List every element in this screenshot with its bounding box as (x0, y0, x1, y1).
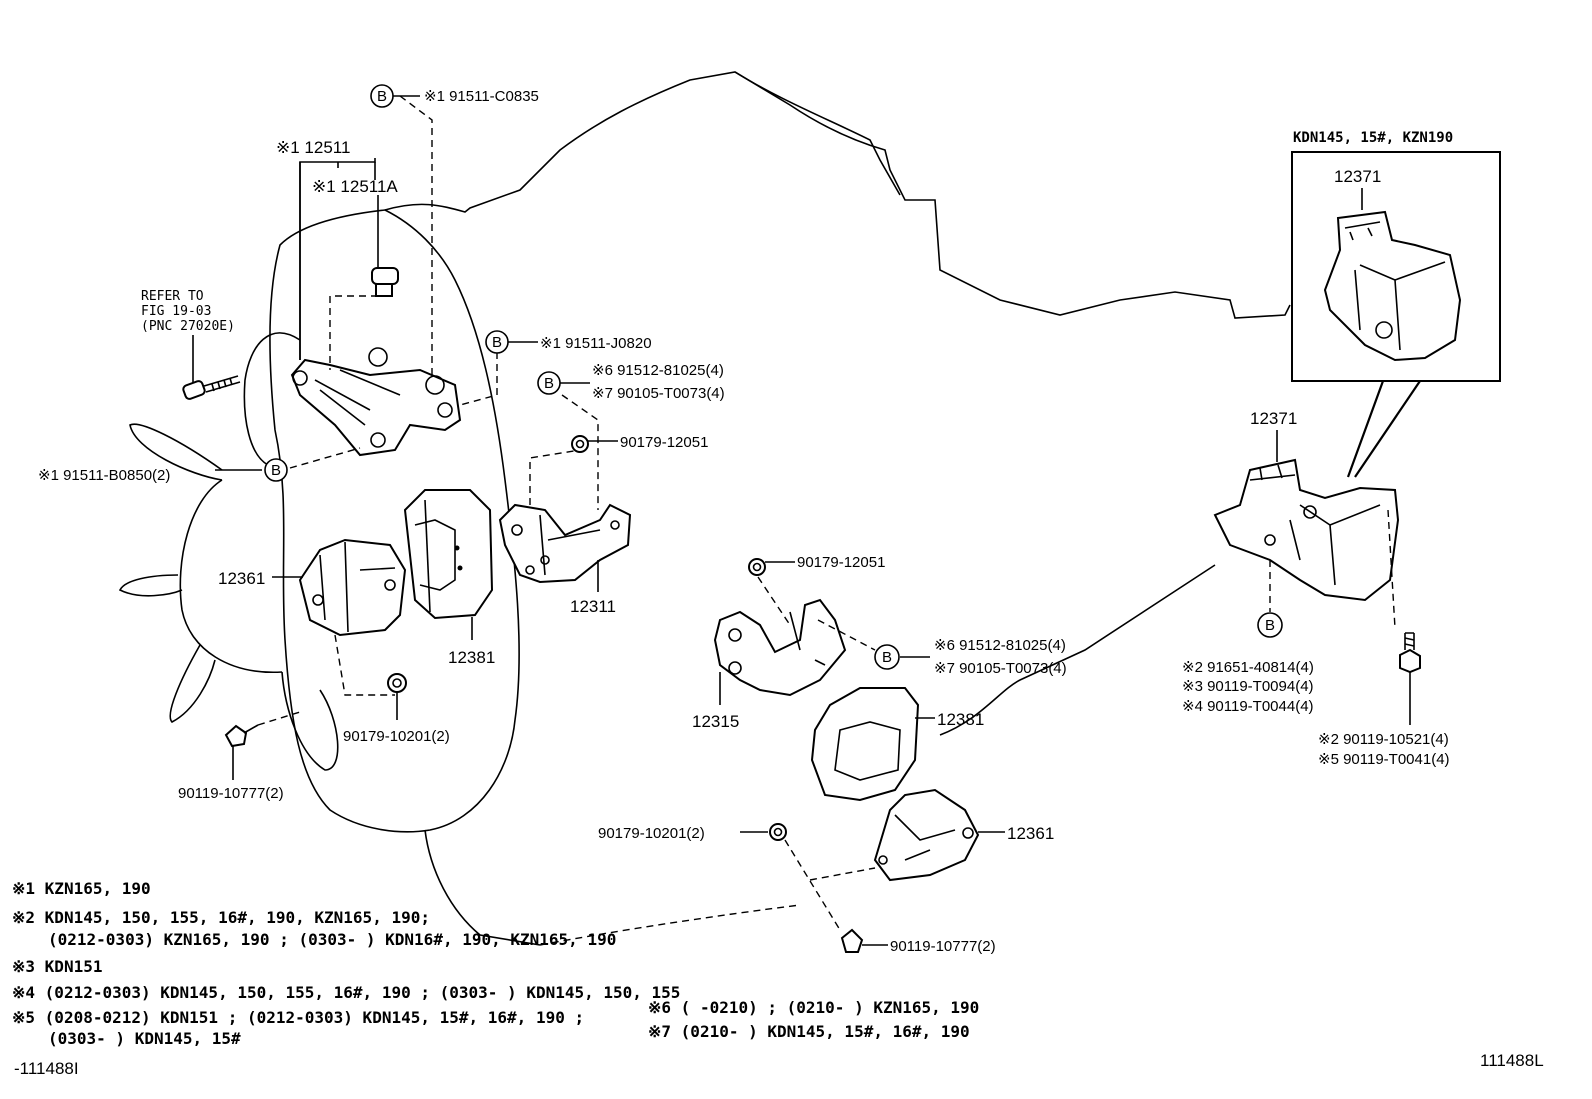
label-12381-left: 12381 (448, 648, 495, 667)
mount-bracket-12511-drawing (290, 347, 462, 457)
label-90119-10521: ※2 90119-10521(4) (1318, 731, 1449, 748)
engine-bottom-line (539, 904, 801, 946)
label-12315: 12315 (692, 712, 739, 731)
dash-b-j0820 (459, 352, 498, 406)
bolt-90119-10521-drawing (1399, 632, 1421, 674)
inset-pointer (1346, 380, 1421, 478)
footer-right-code: 111488L (1480, 1051, 1544, 1070)
nut-90179-12051-upper-drawing (571, 435, 589, 453)
label-90179-12051-upper: 90179-12051 (620, 434, 708, 451)
label-90119-t0044: ※4 90119-T0044(4) (1182, 698, 1314, 715)
label-refer-to-1: REFER TO (141, 289, 204, 304)
dash-12311 (529, 394, 599, 510)
label-refer-to-2: FIG 19-03 (141, 304, 211, 319)
dash-b-b0850 (289, 447, 361, 469)
insulator-12371-right-drawing (1213, 458, 1400, 602)
label-90119-t0094: ※3 90119-T0094(4) (1182, 678, 1314, 695)
label-90179-10201-mid: 90179-10201(2) (598, 825, 705, 842)
bolt-refer-27020e-drawing (182, 375, 241, 400)
dash-12361-left (334, 634, 395, 696)
label-90179-12051-mid: 90179-12051 (797, 554, 885, 571)
b-marker-right: B (1257, 612, 1283, 638)
svg-text:B: B (377, 88, 387, 105)
nut-90179-10201-left-drawing (387, 673, 407, 693)
note-7: ※7 (0210- ) KDN145, 15#, 16#, 190 (648, 1022, 970, 1041)
connector-mid-right (939, 564, 1216, 736)
bolt-90119-10777-left-drawing (224, 724, 259, 748)
label-12311: 12311 (570, 597, 616, 616)
label-12511a: ※1 12511A (312, 177, 398, 196)
stopper-12381-mid-drawing (810, 687, 920, 802)
b-marker-81025-upper: B (537, 371, 561, 395)
label-91511-j0820: ※1 91511-J0820 (540, 335, 652, 352)
label-90105-t0073-upper: ※7 90105-T0073(4) (592, 385, 725, 402)
dash-mid-to-right (809, 867, 876, 881)
svg-text:B: B (1265, 617, 1275, 634)
label-90179-10201-left: 90179-10201(2) (343, 728, 450, 745)
label-90105-t0073-mid: ※7 90105-T0073(4) (934, 660, 1067, 677)
engine-outline (384, 71, 1291, 319)
cover-lower-curve (424, 829, 541, 946)
note-6: ※6 ( -0210) ; (0210- ) KZN165, 190 (648, 998, 979, 1017)
label-12511: ※1 12511 (276, 138, 350, 157)
insulator-12361-mid-drawing (873, 788, 980, 882)
label-91512-81025-upper: ※6 91512-81025(4) (592, 362, 724, 379)
footer-left-code: -111488I (14, 1059, 79, 1078)
dash-b-top (399, 95, 433, 375)
b-marker-j0820: B (485, 330, 509, 354)
note-5a: ※5 (0208-0212) KDN151 ; (0212-0303) KDN1… (12, 1008, 584, 1027)
b-marker-top: B (370, 84, 394, 108)
note-5b: (0303- ) KDN145, 15# (48, 1029, 241, 1048)
dash-12371-bolt (1387, 509, 1396, 629)
label-91511-c0835: ※1 91511-C0835 (424, 88, 539, 105)
b-marker-b0850: B (264, 458, 288, 482)
label-91651-40814: ※2 91651-40814(4) (1182, 659, 1314, 676)
cooling-fan (118, 332, 339, 771)
nut-90179-10201-mid-drawing (769, 823, 787, 841)
nut-90179-12051-mid-drawing (748, 558, 766, 576)
label-12371-main: 12371 (1250, 409, 1297, 428)
label-90119-10777-left: 90119-10777(2) (178, 785, 284, 802)
label-91512-81025-mid: ※6 91512-81025(4) (934, 637, 1066, 654)
svg-text:B: B (544, 375, 554, 392)
note-4: ※4 (0212-0303) KDN145, 150, 155, 16#, 19… (12, 983, 680, 1002)
dash-10777-left (257, 711, 301, 726)
inset-12371-drawing (1323, 210, 1462, 362)
note-1: ※1 KZN165, 190 (12, 879, 151, 898)
dash-10201-mid (784, 839, 841, 931)
leader-12511-bracket (299, 162, 376, 360)
bracket-12315-drawing (713, 598, 847, 697)
insulator-12361-left-drawing (298, 538, 407, 637)
note-3: ※3 KDN151 (12, 957, 102, 976)
note-2a: ※2 KDN145, 150, 155, 16#, 190, KZN165, 1… (12, 908, 430, 927)
engine-outline-inner (734, 71, 901, 196)
bolt-90119-10777-mid-drawing (840, 928, 864, 953)
bracket-12311-drawing (498, 503, 632, 584)
label-90119-t0041: ※5 90119-T0041(4) (1318, 751, 1450, 768)
b-marker-81025-mid: B (874, 644, 900, 670)
stopper-12381-left-drawing (403, 489, 494, 620)
label-90119-10777-mid: 90119-10777(2) (890, 938, 996, 955)
label-91511-b0850: ※1 91511-B0850(2) (38, 467, 170, 484)
svg-text:B: B (492, 334, 502, 351)
inset-title: KDN145, 15#, KZN190 (1293, 130, 1453, 146)
note-2b: (0212-0303) KZN165, 190 ; (0303- ) KDN16… (48, 930, 616, 949)
label-12381-mid: 12381 (937, 710, 984, 729)
label-12361-mid: 12361 (1007, 824, 1054, 843)
label-refer-to-3: (PNC 27020E) (141, 319, 235, 334)
svg-text:B: B (271, 462, 281, 479)
timing-cover-outline (269, 209, 520, 833)
bolt-12511a-drawing (371, 267, 399, 297)
label-12361-left: 12361 (218, 569, 265, 588)
svg-text:B: B (882, 649, 892, 666)
dash-bolt-12511a (329, 295, 378, 370)
dash-12315 (757, 576, 876, 651)
inset-label-12371: 12371 (1334, 167, 1381, 186)
